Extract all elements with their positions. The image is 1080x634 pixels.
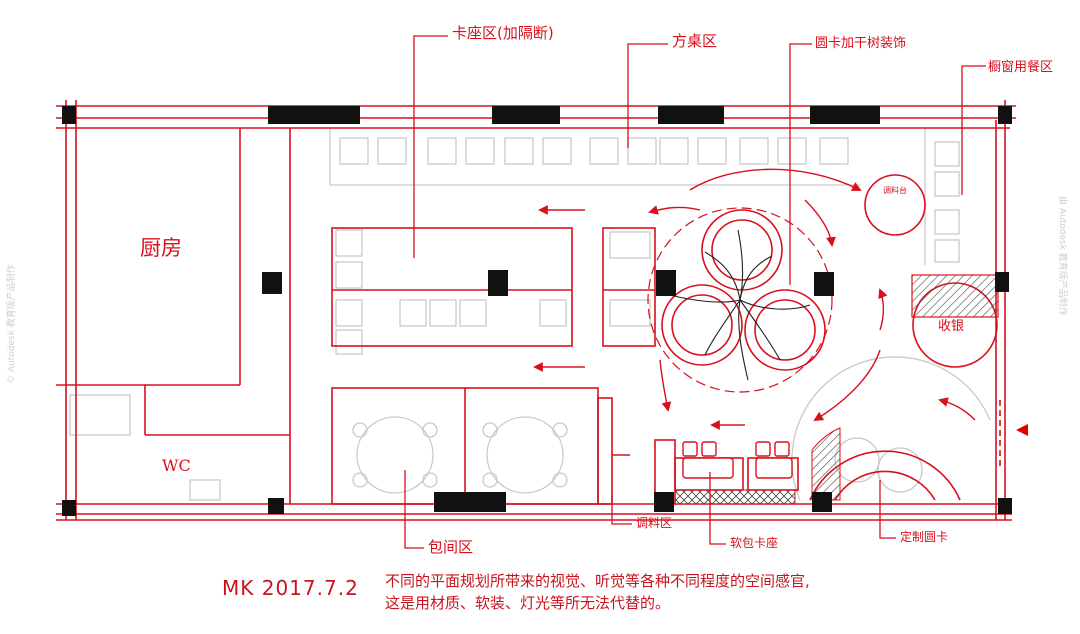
label-condiment-zone: 调料区	[636, 516, 673, 530]
round-booth-tree	[647, 207, 833, 393]
wc-fixtures	[65, 390, 221, 501]
label-private-rooms: 包间区	[428, 538, 474, 556]
windows	[268, 106, 880, 512]
sofa-booth-tables	[682, 441, 793, 479]
label-sofa-booth: 软包卡座	[730, 536, 779, 550]
signature: MK 2017.7.2	[222, 576, 359, 600]
watermark-left: © Autodesk 教育版产品制作	[7, 264, 17, 384]
furniture	[65, 128, 991, 501]
label-booth-zone: 卡座区(加隔断)	[452, 24, 554, 42]
private-room-tables	[352, 416, 568, 494]
walls	[56, 100, 1016, 521]
room-wc: WC	[162, 456, 191, 475]
design-note-line-1: 不同的平面规划所带来的视觉、听觉等各种不同程度的空间感官,	[385, 572, 810, 590]
pillars	[62, 106, 1012, 516]
flow-arrows	[533, 168, 976, 430]
entrance-arrow	[1016, 424, 1028, 436]
sofa-booth-hatch	[674, 489, 796, 505]
room-cashier: 收银	[938, 319, 965, 334]
label-round-booth: 圆卡加干树装饰	[815, 36, 907, 51]
leader-lines	[404, 35, 986, 549]
design-note: 不同的平面规划所带来的视觉、听觉等各种不同程度的空间感官, 这是用材质、软装、灯…	[385, 570, 810, 614]
square-table-row	[329, 128, 860, 186]
room-condiment-table: 调料台	[883, 186, 907, 195]
window-seats	[924, 128, 960, 265]
custom-booth-hatch	[811, 427, 841, 501]
cashier-hatch	[911, 274, 999, 318]
design-note-line-2: 这是用材质、软装、灯光等所无法代替的。	[385, 594, 671, 612]
label-square-zone: 方桌区	[672, 32, 718, 50]
watermark-right: 由 Autodesk 教育版产品制作	[1057, 196, 1067, 316]
booth-seats	[335, 229, 651, 355]
label-custom-round: 定制圆卡	[900, 530, 949, 544]
label-window-zone: 橱窗用餐区	[988, 60, 1054, 75]
room-kitchen: 厨房	[140, 236, 182, 260]
